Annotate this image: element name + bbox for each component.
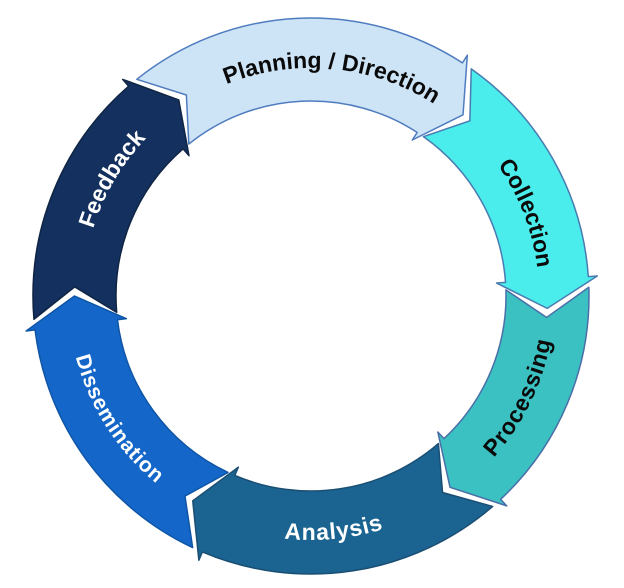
segment-planning-direction (136, 17, 469, 145)
segment-dissemination (25, 295, 229, 549)
segment-analysis (192, 442, 494, 575)
segment-feedback (32, 78, 190, 321)
segment-processing (437, 286, 590, 507)
segment-collection (422, 68, 599, 310)
